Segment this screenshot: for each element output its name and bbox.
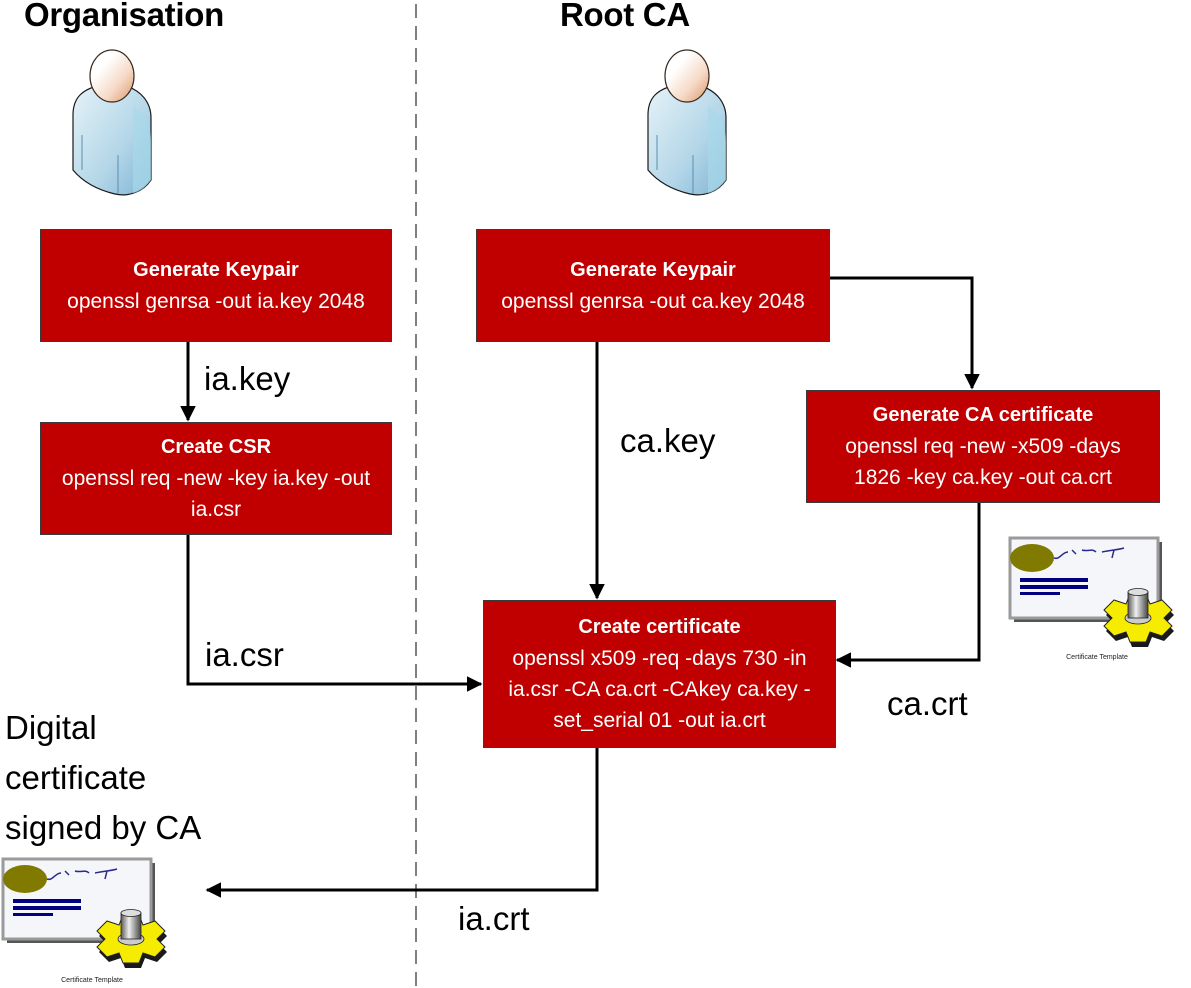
step-command: openssl req -new -x509 -days 1826 -key c… xyxy=(845,435,1121,489)
step-create-csr: Create CSR openssl req -new -key ia.key … xyxy=(40,422,392,535)
certificate-caption: Certificate Template xyxy=(1066,654,1128,661)
flow-label-ca-key: ca.key xyxy=(620,422,716,459)
flow-label-ia-crt: ia.crt xyxy=(458,900,530,937)
certificate-caption: Certificate Template xyxy=(61,977,123,984)
arrow-ia-crt xyxy=(205,747,599,898)
step-command: openssl genrsa -out ca.key 2048 xyxy=(501,289,805,313)
flow-label-ia-csr: ia.csr xyxy=(205,636,284,673)
lane-title-root-ca: Root CA xyxy=(560,0,690,33)
step-title: Generate Keypair xyxy=(133,258,299,281)
arrow-ca-crt xyxy=(835,502,981,668)
arrow-keypair-to-ca-cert xyxy=(829,276,980,390)
flow-label-ca-crt: ca.crt xyxy=(887,685,968,722)
step-create-certificate: Create certificate openssl x509 -req -da… xyxy=(483,600,836,748)
flow-label-ia-key: ia.key xyxy=(204,360,291,397)
step-org-generate-keypair: Generate Keypair openssl genrsa -out ia.… xyxy=(40,229,392,342)
step-command: openssl genrsa -out ia.key 2048 xyxy=(67,289,365,313)
step-command: openssl req -new -key ia.key -out ia.csr xyxy=(61,467,371,521)
user-icon xyxy=(72,49,152,196)
lane-title-organisation: Organisation xyxy=(24,0,224,33)
step-command: openssl x509 -req -days 730 -in ia.csr -… xyxy=(508,647,811,732)
step-title: Generate Keypair xyxy=(570,258,736,281)
certificate-template-icon: Certificate Template xyxy=(1,857,169,984)
step-title: Generate CA certificate xyxy=(872,404,1094,426)
step-generate-ca-certificate: Generate CA certificate openssl req -new… xyxy=(806,390,1160,503)
certificate-template-icon: Certificate Template xyxy=(1008,536,1176,661)
step-title: Create certificate xyxy=(578,616,741,638)
user-icon xyxy=(647,49,727,196)
step-ca-generate-keypair: Generate Keypair openssl genrsa -out ca.… xyxy=(476,229,830,342)
step-title: Create CSR xyxy=(160,436,272,458)
signed-certificate-note: Digital certificate signed by CA xyxy=(5,709,202,846)
